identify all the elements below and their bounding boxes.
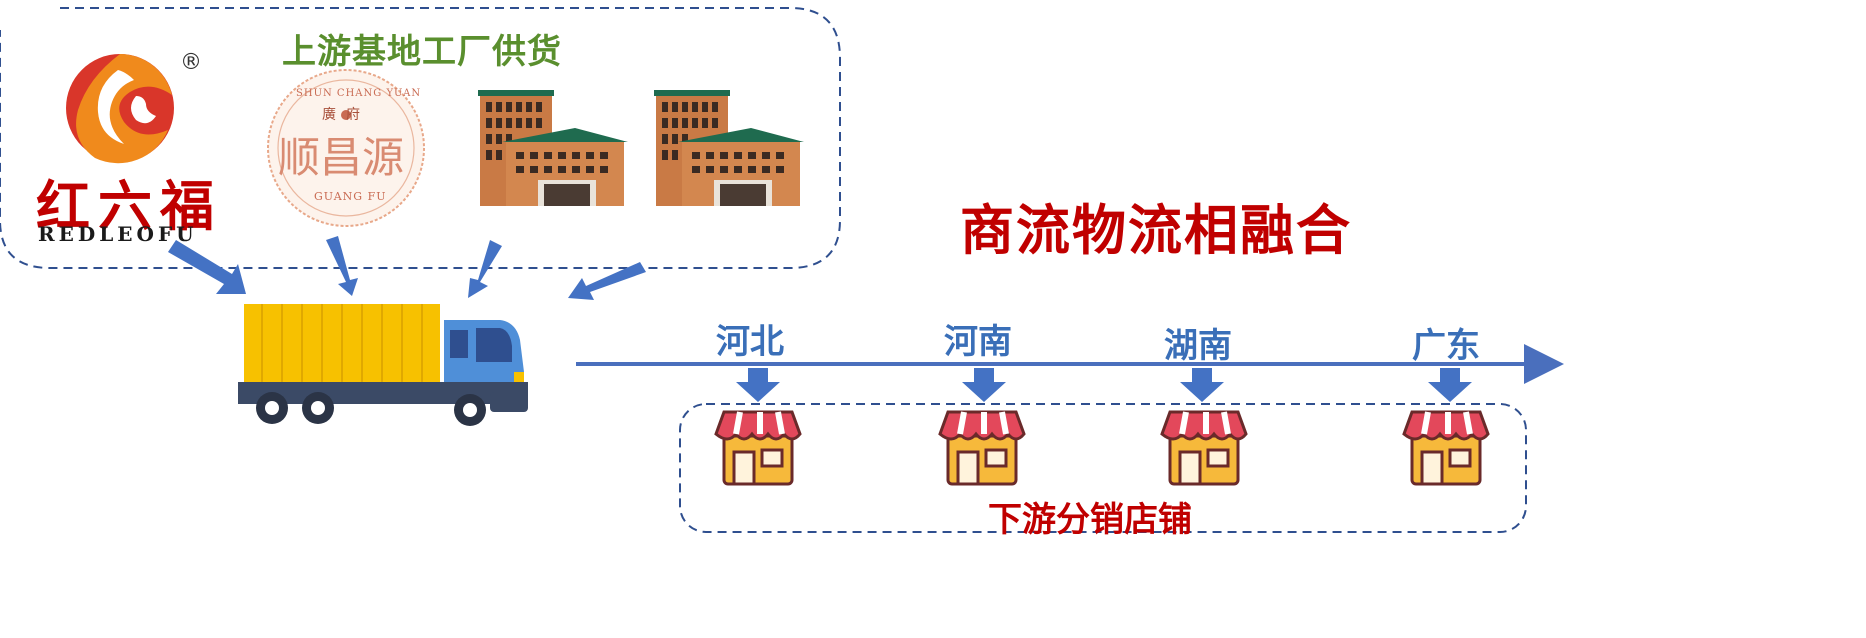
- region-arrow: [1428, 368, 1472, 402]
- seal-top-text: SHUN CHANG YUAN: [296, 88, 422, 99]
- upstream-title: 上游基地工厂供货: [282, 32, 562, 72]
- shop-icon: [714, 410, 802, 486]
- supply-arrow: [168, 240, 246, 294]
- seal-bottom-text: GUANG FU: [314, 190, 387, 203]
- region-arrow: [1180, 368, 1224, 402]
- region-label: 广东: [1412, 326, 1480, 366]
- downstream-label: 下游分销店铺: [988, 500, 1192, 540]
- region-label: 湖南: [1164, 326, 1232, 366]
- diagram-artwork: [0, 7, 1564, 533]
- delivery-truck-icon: [238, 304, 528, 426]
- shunchangyuan-seal-icon: [267, 69, 425, 227]
- region-arrow: [962, 368, 1006, 402]
- brand-name-cn: 红六福: [36, 174, 222, 238]
- shop-icon: [1402, 410, 1490, 486]
- diagram-canvas: 上游基地工厂供货 ® 红六福 REDLEOFU SHUN CHANG YUAN …: [0, 7, 1564, 540]
- shop-icon: [938, 410, 1026, 486]
- region-arrow: [736, 368, 780, 402]
- shop-icon: [1160, 410, 1248, 486]
- region-label: 河南: [944, 322, 1012, 362]
- supply-arrows: [168, 236, 646, 300]
- factory-icon: [478, 90, 628, 206]
- upstream-dashed-region: [0, 7, 841, 269]
- downstream-dashed-region: [679, 403, 1527, 533]
- seal-small-text: 廣府: [322, 107, 370, 123]
- brand-name-en: REDLEOFU: [38, 222, 198, 246]
- supply-arrow: [326, 236, 358, 296]
- redleofu-logo-icon: [66, 54, 174, 164]
- seal-main-text: 顺昌源: [278, 133, 405, 182]
- region-arrows: [736, 368, 1472, 402]
- region-label: 河北: [716, 322, 784, 362]
- factory-icon: [654, 90, 804, 206]
- supply-arrow: [568, 262, 646, 300]
- supply-arrow: [468, 240, 502, 298]
- registered-mark: ®: [180, 50, 202, 75]
- headline: 商流物流相融合: [960, 199, 1352, 262]
